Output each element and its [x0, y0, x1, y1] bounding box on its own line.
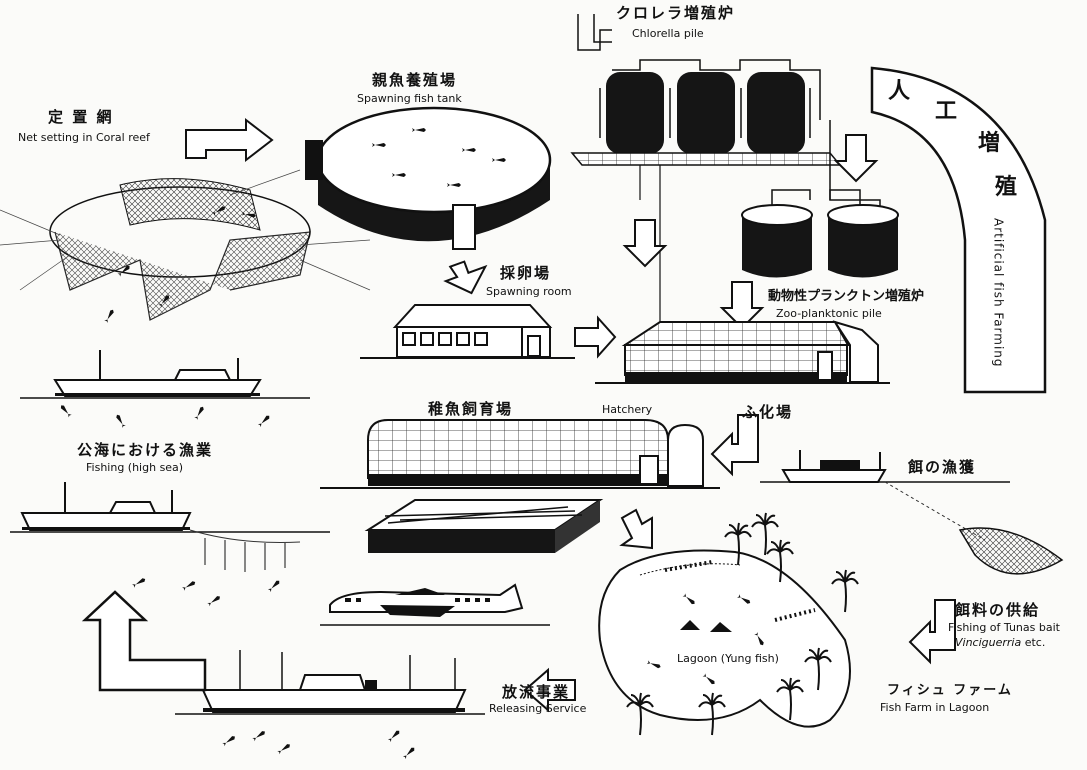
artificial-farming-caption: Artificial fish Farming [992, 218, 1005, 368]
flow-arrow [85, 592, 205, 690]
chlorella-pile-illustration [572, 14, 880, 330]
artificial-char-3: 増 [978, 132, 1000, 155]
artificial-char-1: 人 [888, 80, 910, 103]
lagoon-caption: Lagoon (Yung fish) [677, 653, 779, 665]
spawning-tank-caption: Spawning fish tank [357, 93, 462, 105]
fry-rearing-title: 稚魚飼育場 [428, 402, 513, 418]
flow-arrow [442, 255, 492, 299]
net-setting-title: 定 置 網 [48, 110, 113, 126]
flow-arrow [625, 220, 665, 266]
releasing-caption: Releasing Service [489, 703, 586, 715]
flow-arrow [186, 120, 272, 160]
bait-fishing-title: 餌の漁獲 [908, 460, 976, 476]
airplane [320, 585, 550, 625]
spawning-tank-illustration [305, 108, 550, 249]
releasing-ship [175, 650, 485, 759]
flow-arrow [622, 510, 652, 548]
spawning-tank-title: 親魚養殖場 [372, 73, 457, 89]
zooplankton-caption: Zoo-planktonic pile [776, 308, 882, 320]
hatchery-greenhouse [320, 420, 720, 488]
artificial-char-4: 殖 [995, 176, 1017, 199]
spawning-room-caption: Spawning room [486, 286, 572, 298]
high-sea-title: 公海における漁業 [77, 443, 213, 459]
high-sea-vessel-top [20, 350, 310, 428]
feed-supply-etc: etc. [1021, 636, 1045, 649]
high-sea-caption: Fishing (high sea) [86, 462, 183, 474]
fish-farm-caption: Fish Farm in Lagoon [880, 702, 989, 714]
fry-ponds [368, 500, 600, 553]
zooplankton-greenhouse [595, 322, 890, 383]
flow-arrow [575, 318, 615, 356]
fish-farm-title: フィシュ ファーム [887, 684, 1013, 698]
hatching-title: ふ化場 [742, 405, 793, 421]
spawning-room-building [360, 305, 575, 358]
net-setting-illustration [0, 170, 370, 323]
feed-supply-caption: Fishing of Tunas bait [948, 622, 1060, 634]
net-setting-caption: Net setting in Coral reef [18, 132, 150, 144]
feed-supply-title: 餌料の供給 [955, 603, 1040, 619]
high-sea-vessel-bottom [10, 482, 330, 606]
artificial-char-2: 工 [935, 100, 957, 123]
spawning-room-title: 採卵場 [500, 266, 551, 282]
feed-supply-species: Vinciguerria etc. [955, 637, 1045, 649]
zooplankton-tanks-illustration [742, 190, 898, 278]
releasing-title: 放流事業 [502, 685, 570, 701]
zooplankton-title: 動物性プランクトン増殖炉 [768, 290, 924, 304]
chlorella-caption: Chlorella pile [632, 28, 704, 40]
chlorella-title: クロレラ増殖炉 [616, 6, 735, 22]
feed-supply-species-name: Vinciguerria [955, 636, 1021, 649]
flow-arrow [712, 415, 758, 474]
hatchery-caption: Hatchery [602, 404, 652, 416]
flow-arrow [836, 135, 876, 181]
